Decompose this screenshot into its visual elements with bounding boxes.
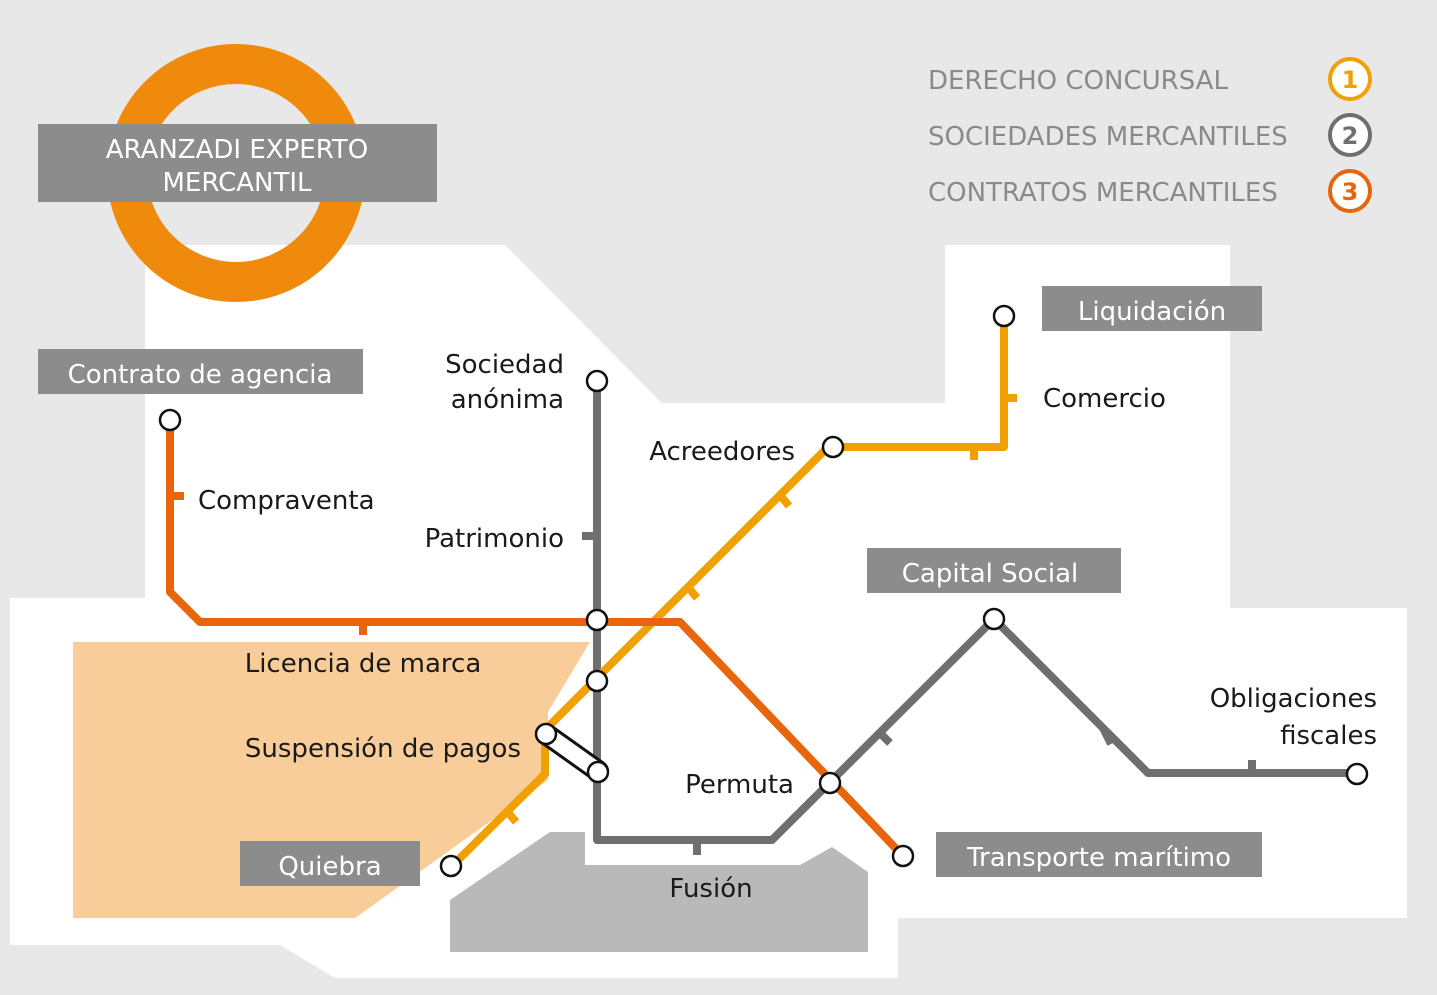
terminal-box-contrato-agencia [38,349,363,394]
logo-line-2: MERCANTIL [162,168,312,198]
terminal-label-quiebra: Quiebra [278,852,381,882]
station-interchange-lower[interactable] [585,669,609,693]
terminal-box-liquidacion [1042,286,1262,331]
legend-number-2: 2 [1342,122,1359,150]
tick-concursal-b [776,492,793,509]
tick-sociedades-b [1099,726,1115,746]
station-label-sociedad-2: anónima [451,385,564,415]
legend-label-concursal: DERECHO CONCURSAL [928,66,1228,96]
terminal-label-contrato-agencia: Contrato de agencia [68,360,333,390]
circle-number-2-icon [1328,113,1372,157]
station-permuta[interactable] [818,771,842,795]
legend-number-3: 3 [1342,178,1359,206]
logo-line-1: ARANZADI EXPERTO [106,135,368,165]
tick-concursal-c [684,584,701,601]
station-label-licencia: Licencia de marca [245,649,482,679]
terminal-box-quiebra [240,841,420,886]
station-label-acreedores: Acreedores [649,437,795,467]
terminal-box-capital-social [867,548,1121,593]
station-label-permuta: Permuta [685,770,794,800]
station-label-obligaciones-2: fiscales [1280,721,1377,751]
station-transporte-maritimo[interactable] [891,844,915,868]
station-suspension-pagos[interactable] [534,722,558,746]
station-label-suspension: Suspensión de pagos [245,734,521,764]
terminal-label-capital-social: Capital Social [902,559,1079,589]
legend-number-1: 1 [1342,66,1359,94]
station-label-sociedad-1: Sociedad [445,350,564,380]
station-suspension-link[interactable] [586,760,610,784]
station-obligaciones-fiscales[interactable] [1345,762,1369,786]
tick-sociedades-a [877,730,893,746]
gray-block [450,832,868,952]
line-contratos-path [166,420,906,859]
legend: DERECHO CONCURSAL 1 SOCIEDADES MERCANTIL… [928,57,1372,213]
station-label-comercio: Comercio [1043,384,1166,414]
station-liquidacion[interactable] [992,304,1016,328]
stations [158,304,1369,878]
circle-number-3-icon [1328,169,1372,213]
station-label-fusion: Fusión [669,874,752,904]
logo-box [38,124,437,202]
station-quiebra[interactable] [439,854,463,878]
station-sociedad-anonima[interactable] [585,369,609,393]
station-contrato-agencia[interactable] [158,408,182,432]
terminal-label-liquidacion: Liquidación [1078,297,1226,327]
legend-label-contratos: CONTRATOS MERCANTILES [928,178,1278,208]
station-label-patrimonio: Patrimonio [425,524,564,554]
line-contratos [166,420,906,859]
station-label-obligaciones-1: Obligaciones [1210,684,1377,714]
legend-label-sociedades: SOCIEDADES MERCANTILES [928,122,1288,152]
line-concursal [449,316,1017,869]
circle-number-1-icon [1328,57,1372,101]
station-interchange-central[interactable] [585,608,609,632]
station-label-compraventa: Compraventa [198,486,375,516]
station-acreedores[interactable] [821,435,845,459]
station-capital-social[interactable] [982,607,1006,631]
terminal-label-transporte-maritimo: Transporte marítimo [966,843,1231,873]
peach-zone [73,642,590,918]
tick-concursal-d [503,808,520,825]
terminal-box-transporte-maritimo [936,832,1262,877]
